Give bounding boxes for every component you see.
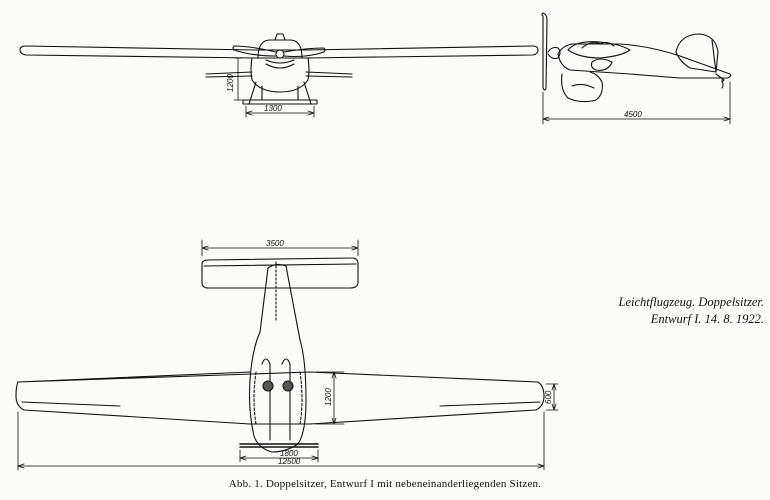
side-view-rudder: [675, 33, 719, 73]
drawing-title: Leichtflugzeug. Doppelsitzer. Entwurf I.…: [584, 294, 764, 328]
front-view-wing: [19, 45, 539, 59]
tail-span-label: 3500: [266, 239, 284, 248]
top-view-gear: [239, 443, 319, 448]
figure-caption: Abb. 1. Doppelsitzer, Entwurf I mit nebe…: [228, 478, 542, 490]
front-height-label: 1200: [226, 74, 235, 92]
top-view: [15, 239, 559, 471]
side-view: [541, 12, 732, 125]
side-view-wing-section: [567, 41, 631, 59]
side-length-dimension: [542, 81, 731, 125]
drawing-title-line1: Leichtflugzeug. Doppelsitzer.: [618, 295, 764, 309]
top-view-tailplane: [201, 257, 359, 289]
front-width-label: 1300: [264, 104, 282, 113]
top-view-seat-left: [262, 380, 274, 392]
drawing-title-line2: Entwurf I. 14. 8. 1922.: [650, 312, 764, 326]
chord-tip-label: 600: [544, 390, 553, 404]
front-height-dimension: [233, 57, 243, 101]
front-view-propeller: [232, 45, 326, 58]
gear-width-label: 1800: [280, 449, 298, 458]
chord-center-label: 1200: [324, 388, 333, 406]
top-view-wing: [15, 371, 545, 425]
chord-tip-dimension: [545, 383, 559, 411]
wingspan-label: 12500: [278, 457, 301, 466]
chord-center-dimension: [315, 371, 345, 425]
front-view-spinner: [275, 49, 285, 59]
side-view-gear-fairing: [561, 71, 603, 103]
side-view-fuselage: [557, 43, 732, 79]
front-view-tailplane: [205, 71, 353, 78]
tail-span-dimension: [201, 239, 359, 257]
front-view-gear: [248, 81, 312, 105]
front-view-fuselage: [250, 57, 310, 93]
top-view-fuselage: [248, 263, 307, 453]
gear-width-dimension: [239, 449, 319, 463]
top-view-seat-right: [282, 380, 294, 392]
wingspan-dimension: [17, 411, 545, 471]
side-view-propeller: [541, 12, 548, 91]
side-length-label: 4500: [624, 110, 642, 119]
front-width-dimension: [245, 105, 315, 118]
front-view: [19, 33, 539, 118]
